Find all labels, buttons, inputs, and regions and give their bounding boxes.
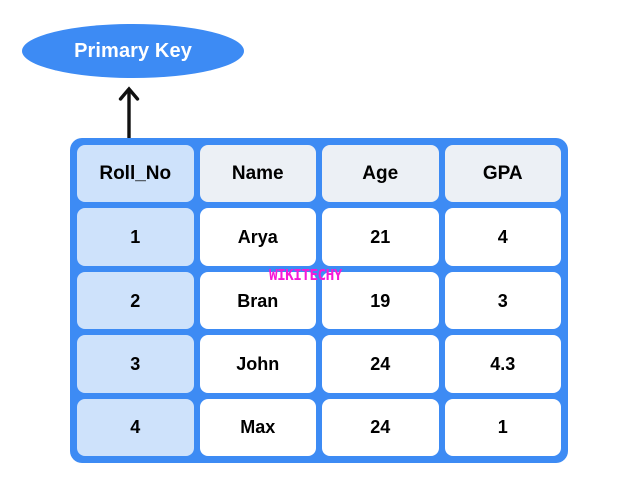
cell-roll-no: 3 [77, 335, 194, 393]
primary-key-callout: Primary Key [22, 24, 244, 78]
cell-name: John [199, 335, 316, 393]
cell-gpa: 1 [444, 398, 561, 457]
cell-age: 24 [322, 398, 439, 457]
table-row: 2 Bran 19 3 [77, 271, 561, 330]
cell-age: 24 [322, 335, 439, 393]
table-row: 3 John 24 4.3 [77, 335, 561, 393]
cell-gpa: 4.3 [444, 335, 561, 393]
cell-name: Arya [199, 208, 316, 266]
table-header-row: Roll_No Name Age GPA [77, 145, 561, 203]
column-header-roll-no: Roll_No [77, 145, 194, 203]
cell-name: Max [199, 398, 316, 457]
column-header-age: Age [322, 145, 439, 203]
watermark: WIKITECHY [269, 266, 342, 284]
cell-gpa: 4 [444, 208, 561, 266]
cell-gpa: 3 [444, 271, 561, 330]
student-table: Roll_No Name Age GPA 1 Arya 21 4 2 Bran … [70, 138, 568, 463]
cell-age: 21 [322, 208, 439, 266]
column-header-gpa: GPA [444, 145, 561, 203]
primary-key-label: Primary Key [74, 40, 192, 62]
cell-roll-no: 2 [77, 271, 194, 330]
cell-name: Bran [199, 271, 316, 330]
table-row: 4 Max 24 1 [77, 398, 561, 457]
table-row: 1 Arya 21 4 [77, 208, 561, 266]
cell-roll-no: 1 [77, 208, 194, 266]
cell-roll-no: 4 [77, 398, 194, 457]
arrow-up-icon [118, 86, 140, 142]
cell-age: 19 [322, 271, 439, 330]
column-header-name: Name [199, 145, 316, 203]
